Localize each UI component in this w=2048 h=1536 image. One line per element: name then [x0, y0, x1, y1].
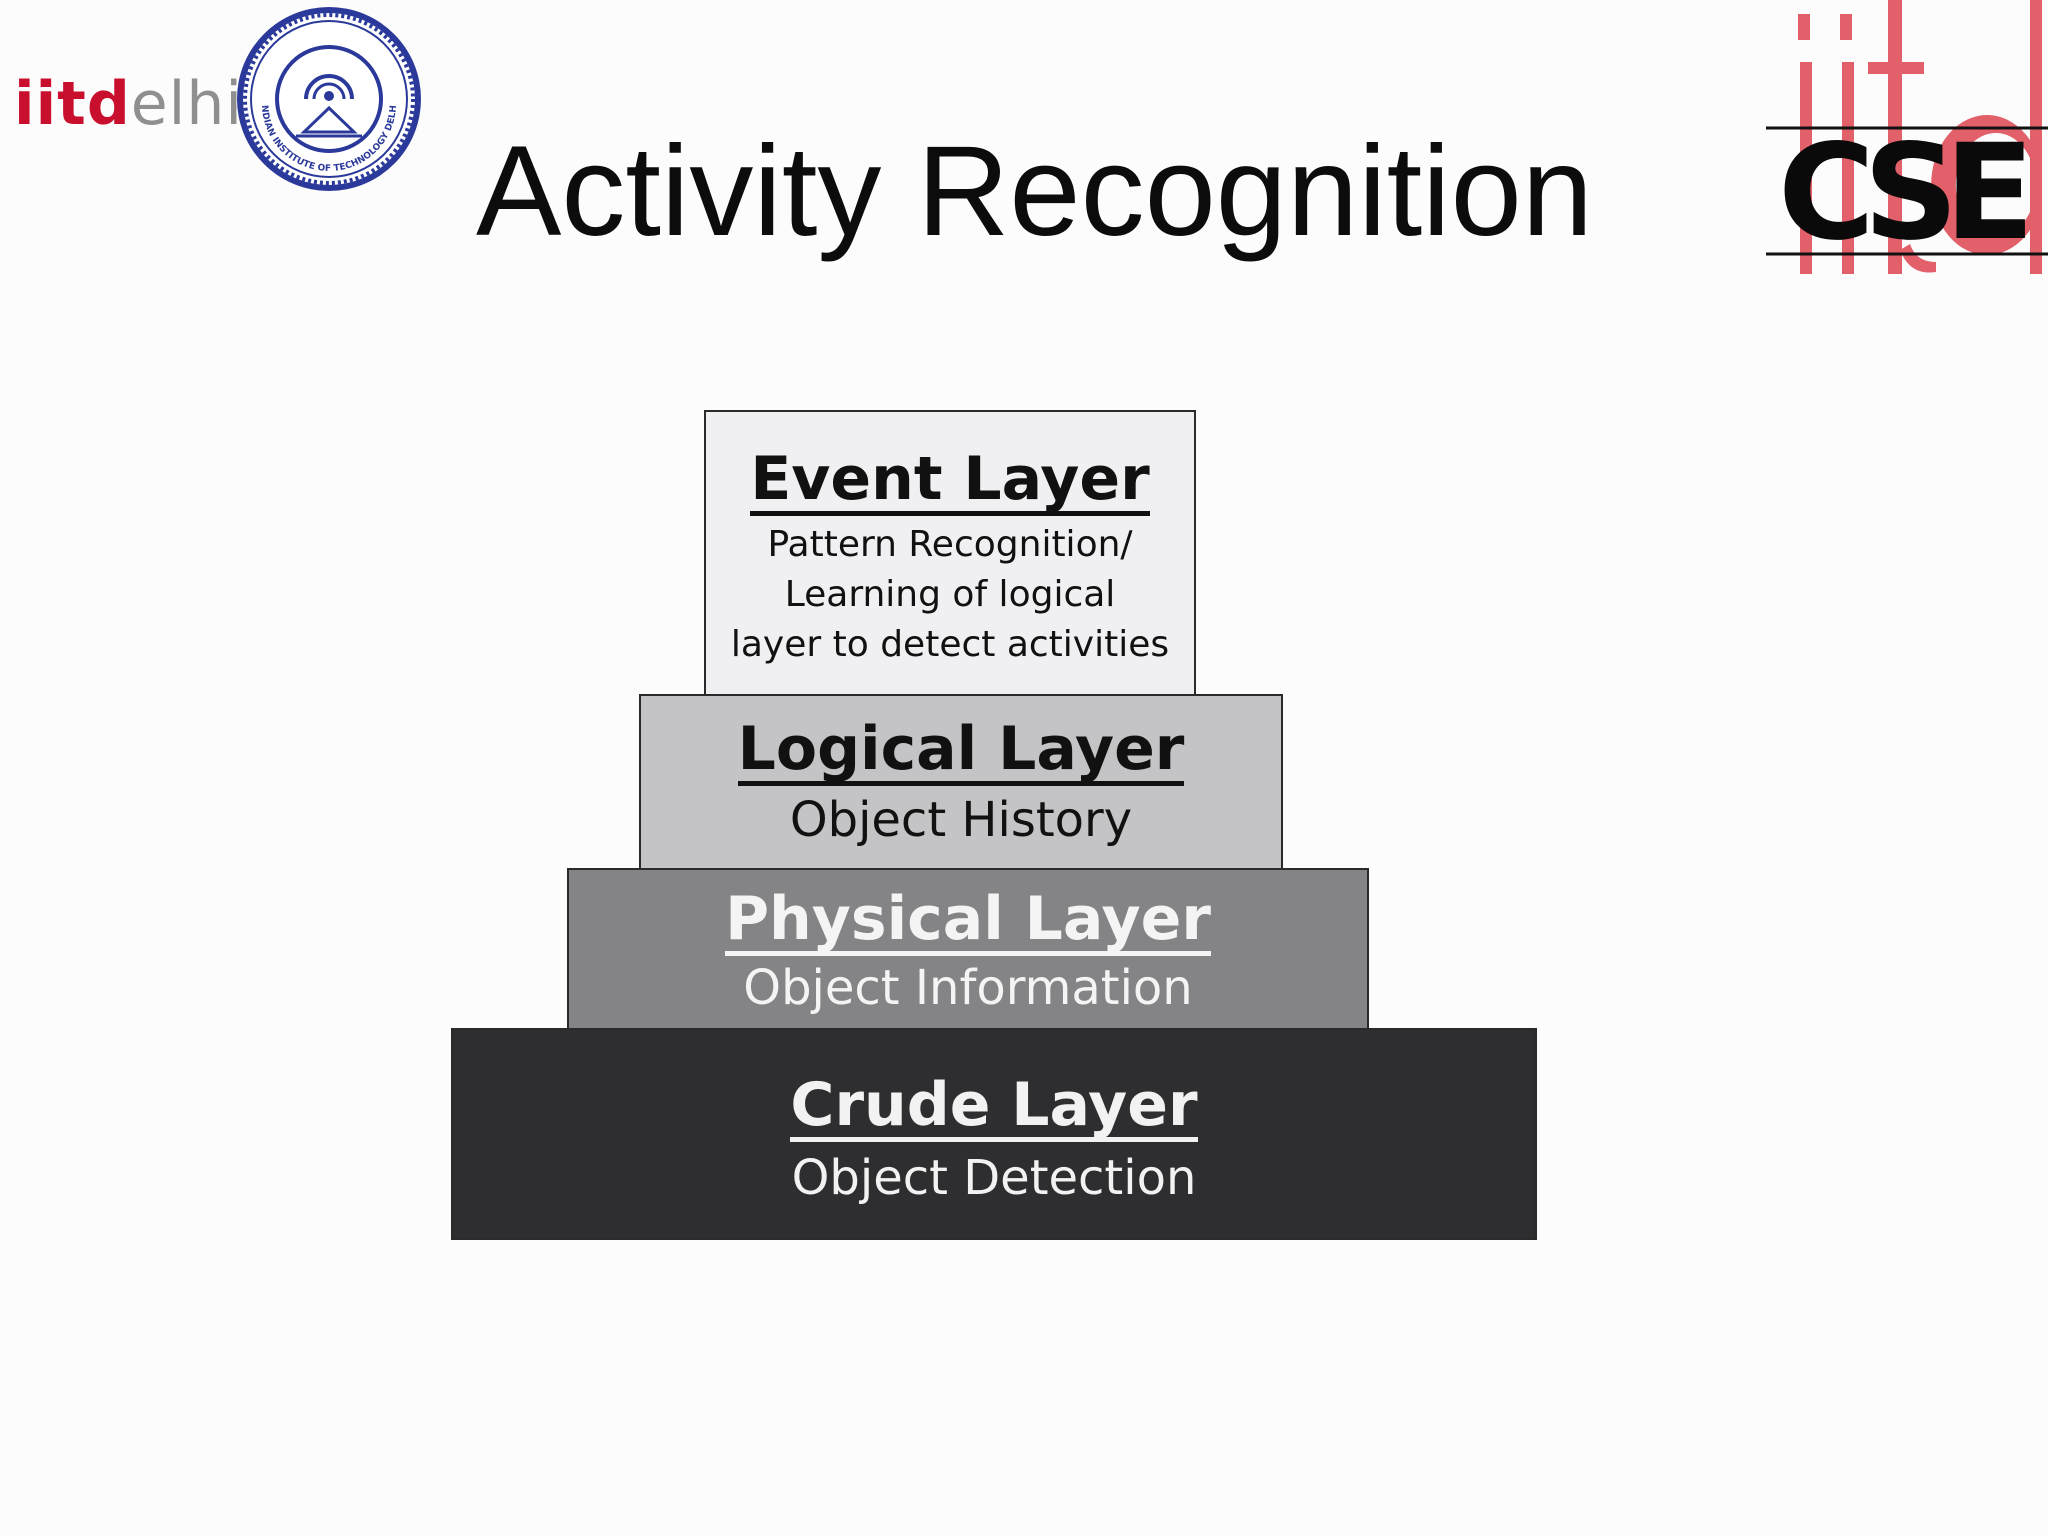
- iit-delhi-seal-icon: INDIAN INSTITUTE OF TECHNOLOGY DELHI: [234, 4, 421, 191]
- event-layer-description-line: Learning of logical: [784, 574, 1116, 615]
- wordmark-part-grey: elhi: [130, 69, 244, 139]
- event-layer-box: Event Layer Pattern Recognition/ Learnin…: [704, 410, 1196, 696]
- crude-layer-box: Crude Layer Object Detection: [451, 1028, 1537, 1240]
- crude-layer-title: Crude Layer: [790, 1070, 1198, 1142]
- logical-layer-title: Logical Layer: [737, 714, 1185, 786]
- wordmark-part-red: iitd: [14, 69, 131, 139]
- event-layer-description-line: layer to detect activities: [730, 624, 1170, 665]
- physical-layer-box: Physical Layer Object Information: [567, 868, 1369, 1030]
- physical-layer-title: Physical Layer: [725, 884, 1211, 956]
- physical-layer-description: Object Information: [743, 960, 1193, 1016]
- event-layer-description-line: Pattern Recognition/: [767, 524, 1133, 565]
- iitdelhi-wordmark-logo: iitdelhi: [14, 74, 243, 134]
- event-layer-description: Pattern Recognition/ Learning of logical…: [715, 520, 1185, 670]
- event-layer-title: Event Layer: [750, 444, 1150, 516]
- logical-layer-box: Logical Layer Object History: [639, 694, 1283, 870]
- cse-logo-text: CSE: [1778, 116, 2025, 270]
- cse-logo: CSE: [1766, 0, 2048, 274]
- crude-layer-description: Object Detection: [791, 1150, 1197, 1206]
- logical-layer-description: Object History: [789, 792, 1133, 848]
- slide-title: Activity Recognition: [476, 120, 1593, 263]
